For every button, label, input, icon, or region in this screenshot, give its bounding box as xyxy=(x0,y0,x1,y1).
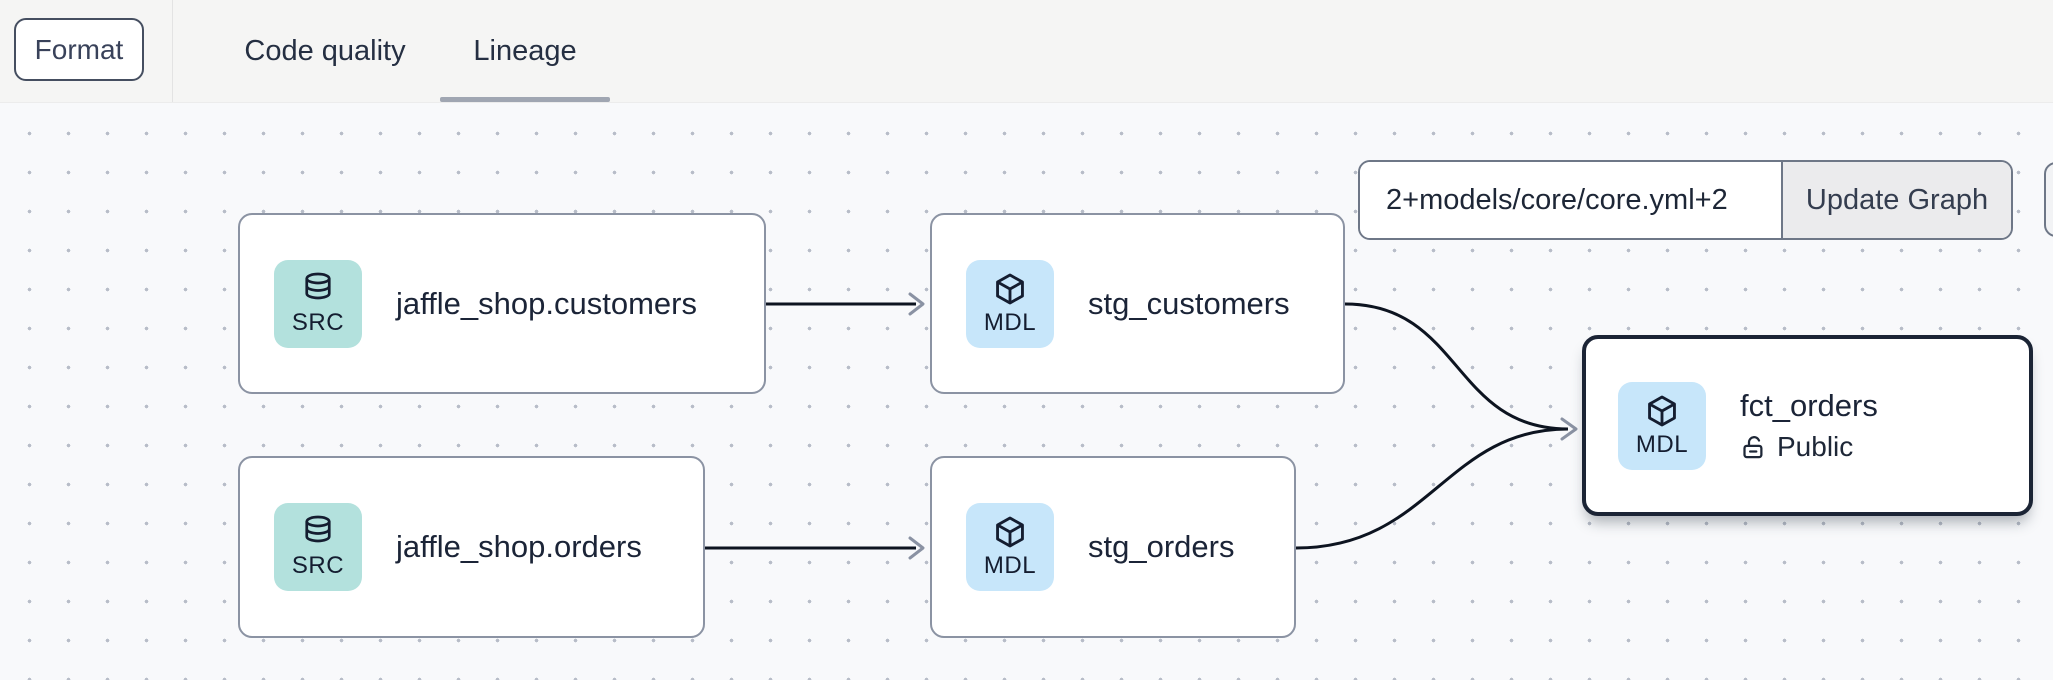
node-label: fct_orders xyxy=(1740,388,1878,423)
node-type-badge: MDL xyxy=(983,308,1037,336)
database-icon xyxy=(305,515,331,543)
node-source-customers[interactable]: SRC jaffle_shop.customers xyxy=(238,213,766,394)
tab-lineage[interactable]: Lineage xyxy=(440,0,610,103)
node-label: stg_orders xyxy=(1088,529,1235,564)
cube-icon xyxy=(996,273,1024,304)
toolbar-divider xyxy=(172,0,173,102)
cube-icon xyxy=(1648,395,1676,426)
active-tab-underline xyxy=(440,97,610,102)
tab-code-quality[interactable]: Code quality xyxy=(230,0,420,103)
model-tile: MDL xyxy=(1618,381,1706,470)
node-type-badge: MDL xyxy=(1635,430,1689,458)
tab-code-quality-label: Code quality xyxy=(244,35,406,67)
cube-icon xyxy=(996,516,1024,548)
node-stg-orders[interactable]: MDL stg_orders xyxy=(930,456,1296,638)
update-graph-button[interactable]: Update Graph xyxy=(1781,162,2011,238)
source-tile: SRC xyxy=(274,259,362,348)
node-stg-customers[interactable]: MDL stg_customers xyxy=(930,213,1345,394)
node-type-badge: SRC xyxy=(291,552,345,579)
source-tile: SRC xyxy=(274,503,362,591)
graph-controls: Update Graph xyxy=(1358,160,2013,240)
model-tile: MDL xyxy=(966,503,1054,591)
node-type-badge: MDL xyxy=(983,552,1037,579)
node-label: jaffle_shop.orders xyxy=(396,529,642,564)
node-body: fct_orders Public xyxy=(1740,388,1878,463)
node-label: jaffle_shop.customers xyxy=(396,285,697,321)
model-tile: MDL xyxy=(966,259,1054,348)
top-toolbar: Format Code quality Lineage xyxy=(0,0,2053,103)
format-button[interactable]: Format xyxy=(14,18,144,81)
node-type-badge: SRC xyxy=(291,308,345,336)
node-fct-orders[interactable]: MDL fct_orders Public xyxy=(1582,335,2033,516)
unlock-icon xyxy=(1743,435,1763,458)
node-source-orders[interactable]: SRC jaffle_shop.orders xyxy=(238,456,705,638)
node-access: Public xyxy=(1740,431,1878,463)
database-icon xyxy=(305,272,331,299)
tab-lineage-label: Lineage xyxy=(473,35,577,67)
clipped-right-button[interactable] xyxy=(2044,162,2053,237)
model-selector-input[interactable] xyxy=(1360,162,1781,238)
node-label: stg_customers xyxy=(1088,285,1290,321)
access-label: Public xyxy=(1777,431,1854,462)
